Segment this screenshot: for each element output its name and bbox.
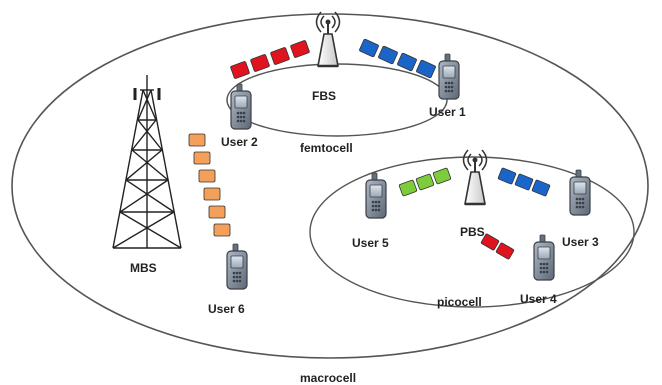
femtocell-label: femtocell <box>300 141 353 155</box>
resource-block <box>359 38 379 58</box>
user2-phone-icon <box>230 83 252 130</box>
user2-label: User 2 <box>221 135 258 149</box>
macrocell-boundary <box>11 13 649 359</box>
user5-label: User 5 <box>352 236 389 250</box>
fbs-to-user2-blocks <box>230 40 310 79</box>
resource-block <box>208 205 226 219</box>
resource-block <box>378 45 398 65</box>
resource-block <box>398 179 418 197</box>
user3-phone-icon <box>569 169 591 216</box>
resource-block <box>198 169 216 183</box>
resource-block <box>495 242 515 260</box>
resource-block <box>188 133 206 147</box>
fbs-label: FBS <box>312 89 336 103</box>
fbs-station-icon <box>315 10 341 68</box>
resource-block <box>193 151 211 165</box>
macro-tower-icon <box>112 75 182 249</box>
resource-block <box>432 167 452 185</box>
user1-phone-icon <box>438 53 460 100</box>
macrocell-label: macrocell <box>300 371 356 385</box>
resource-block <box>213 223 231 237</box>
picocell-boundary <box>309 156 635 308</box>
user3-label: User 3 <box>562 235 599 249</box>
user4-label: User 4 <box>520 292 557 306</box>
user4-phone-icon <box>533 234 555 281</box>
resource-block <box>230 61 250 79</box>
resource-block <box>397 52 417 72</box>
resource-block <box>531 179 551 197</box>
resource-block <box>514 173 534 191</box>
resource-block <box>203 187 221 201</box>
user5-phone-icon <box>365 172 387 219</box>
resource-block <box>270 47 290 65</box>
pbs-station-icon <box>462 148 488 206</box>
pbs-to-user4-blocks <box>480 233 515 260</box>
resource-block <box>480 233 500 251</box>
resource-block <box>416 59 436 79</box>
resource-block <box>415 173 435 191</box>
pbs-label: PBS <box>460 225 485 239</box>
resource-block <box>250 54 270 72</box>
user1-label: User 1 <box>429 105 466 119</box>
user6-phone-icon <box>226 243 248 290</box>
pbs-to-user3-blocks <box>497 167 551 197</box>
picocell-label: picocell <box>437 295 482 309</box>
pbs-to-user5-blocks <box>398 167 452 197</box>
mbs-label: MBS <box>130 261 157 275</box>
mbs-to-user6-blocks <box>188 133 231 237</box>
resource-block <box>290 40 310 58</box>
resource-block <box>497 167 517 185</box>
femtocell-boundary <box>226 63 448 137</box>
user6-label: User 6 <box>208 302 245 316</box>
fbs-to-user1-blocks <box>359 38 436 79</box>
